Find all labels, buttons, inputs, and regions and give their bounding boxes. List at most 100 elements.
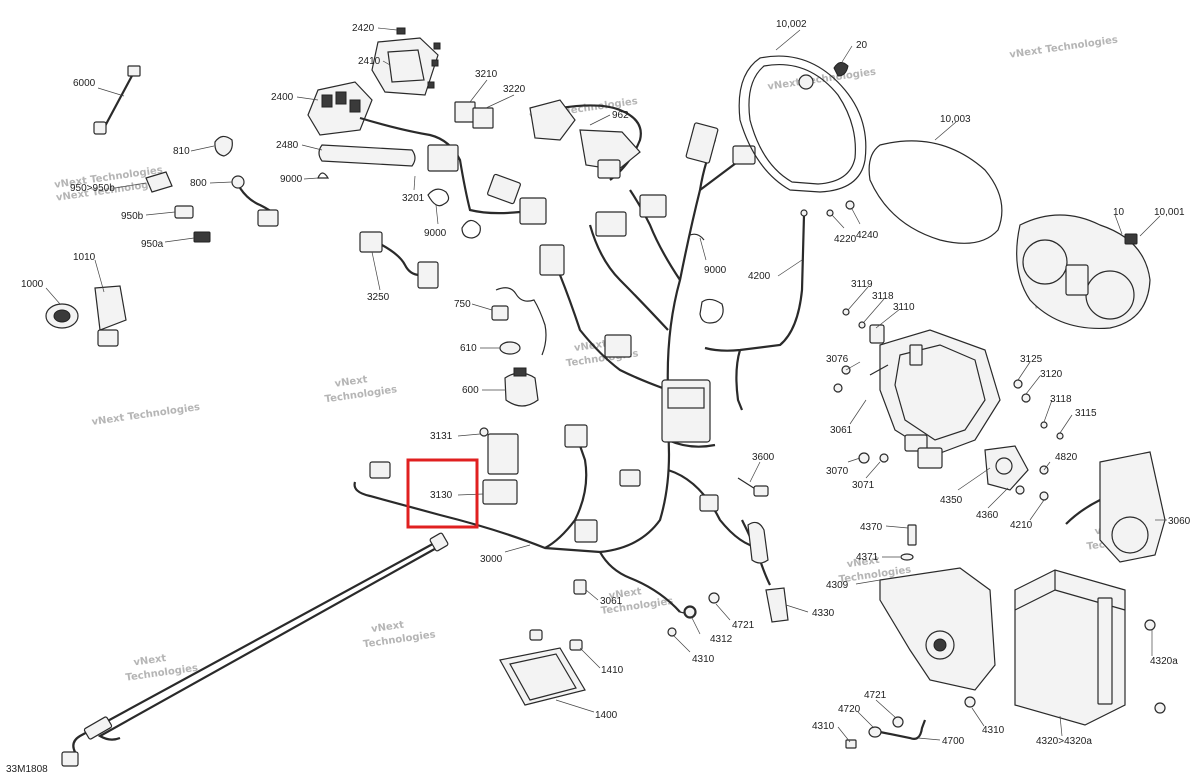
screws-4220-4240[interactable] [826, 200, 855, 217]
callout-4820: 4820 [1055, 452, 1078, 463]
main-harness-3000[interactable] [353, 104, 761, 619]
inline-fuse-cable[interactable] [741, 519, 771, 586]
watermark: vNext [334, 374, 368, 390]
terminal-4700[interactable] [845, 716, 927, 749]
callout-3119: 3119 [851, 279, 873, 290]
motor-3060[interactable] [1065, 451, 1166, 563]
callout-3000: 3000 [480, 554, 503, 565]
callout-3220: 3220 [503, 84, 526, 95]
callout-3110: 3110 [893, 302, 915, 313]
callout-3118: 3118 [872, 291, 894, 302]
watermark: vNext [608, 586, 642, 602]
switch-950[interactable] [145, 171, 211, 243]
sensor-cable-6000[interactable] [93, 65, 141, 135]
screws-3118-3119[interactable] [842, 308, 866, 329]
screws-3070-3071[interactable] [858, 452, 889, 464]
callout-1400: 1400 [595, 710, 618, 721]
callout-4721: 4721 [732, 620, 755, 631]
cap-810[interactable] [214, 135, 233, 157]
watermark: vNext [133, 653, 167, 669]
screws-4210-4820[interactable] [1039, 465, 1049, 501]
watermark: vNext Technologies [91, 402, 201, 428]
callout-4360: 4360 [976, 510, 999, 521]
screws-3120-3125[interactable] [1013, 379, 1064, 440]
callout-2400: 2400 [271, 92, 294, 103]
relay-bracket-3131[interactable] [479, 427, 519, 475]
cable-ties-9000[interactable] [317, 172, 724, 324]
bezel-10002[interactable] [738, 55, 867, 193]
screws-4320a[interactable] [1144, 619, 1166, 714]
nuts-4312-4721[interactable] [667, 592, 720, 637]
actuator-4350[interactable] [984, 445, 1029, 495]
relay-3130[interactable] [482, 479, 518, 505]
key-switch-600[interactable] [504, 367, 539, 407]
callout-3076: 3076 [826, 354, 849, 365]
relays-3210-3220[interactable] [454, 101, 494, 129]
screw-4310-right[interactable] [964, 696, 976, 708]
fuse-holder-3600[interactable] [737, 477, 769, 497]
connector-3061[interactable] [573, 579, 587, 595]
callout-4310: 4310 [812, 721, 835, 732]
control-box-4320[interactable] [1014, 569, 1126, 726]
callout-4309: 4309 [826, 580, 849, 591]
callout-4350: 4350 [940, 495, 963, 506]
connector-3250[interactable] [359, 231, 439, 289]
callout-9000: 9000 [280, 174, 303, 185]
callout-600: 600 [462, 385, 479, 396]
bracket-4309[interactable] [879, 567, 996, 691]
ground-cable[interactable] [61, 532, 449, 767]
callout-9000: 9000 [704, 265, 727, 276]
watermark: vNext Technologies [1009, 35, 1119, 61]
bracket-1010[interactable] [94, 285, 127, 347]
controller-housing-3110[interactable] [833, 324, 1001, 469]
callout-962: 962 [612, 110, 629, 121]
callout-4200: 4200 [748, 271, 771, 282]
callout-950-950b: 950>950b [70, 183, 115, 194]
handle-grip-2480[interactable] [318, 144, 416, 167]
callout-4330: 4330 [812, 608, 835, 619]
harness-962[interactable] [529, 99, 641, 179]
callout-800: 800 [190, 178, 207, 189]
callout-3131: 3131 [430, 431, 453, 442]
nut-610[interactable] [499, 341, 521, 355]
callout-4720: 4720 [838, 704, 861, 715]
ecu-1400[interactable] [499, 629, 586, 706]
power-outlet-1000[interactable] [45, 303, 79, 329]
harness-800[interactable] [231, 175, 279, 227]
callout-3600: 3600 [752, 452, 775, 463]
callout-4310: 4310 [692, 654, 715, 665]
callout-1000: 1000 [21, 279, 44, 290]
callout-4320: 4320>4320a [1036, 736, 1092, 747]
clip-20[interactable] [833, 62, 849, 77]
lens-10003[interactable] [868, 140, 1003, 244]
callout-3120: 3120 [1040, 369, 1063, 380]
callout-610: 610 [460, 343, 477, 354]
coil-cord-750[interactable] [491, 287, 547, 356]
cluster-gauge-10[interactable] [1016, 214, 1151, 330]
callout-3071: 3071 [852, 480, 875, 491]
callout-3118: 3118 [1050, 394, 1072, 405]
callout-10: 10 [1113, 207, 1125, 218]
callout-810: 810 [173, 146, 190, 157]
callout-4721: 4721 [864, 690, 887, 701]
callout-3250: 3250 [367, 292, 390, 303]
callout-10003: 10,003 [940, 114, 971, 125]
callout-10001: 10,001 [1154, 207, 1185, 218]
callout-4220: 4220 [834, 234, 857, 245]
screws-4370-4371[interactable] [900, 524, 917, 561]
highlight-box[interactable] [406, 458, 479, 529]
callout-3115: 3115 [1075, 408, 1097, 419]
callout-3125: 3125 [1020, 354, 1043, 365]
callout-10002: 10,002 [776, 19, 807, 30]
drawing-number: 33M1808 [6, 764, 48, 775]
callout-2480: 2480 [276, 140, 299, 151]
switch-assembly-2400[interactable] [307, 27, 547, 225]
boot-4330[interactable] [765, 587, 789, 623]
ground-strap-4200[interactable] [704, 209, 808, 411]
callout-1410: 1410 [601, 665, 624, 676]
callout-3070: 3070 [826, 466, 849, 477]
callout-3061: 3061 [600, 596, 623, 607]
callout-9000: 9000 [424, 228, 447, 239]
watermark: vNext [371, 620, 405, 636]
